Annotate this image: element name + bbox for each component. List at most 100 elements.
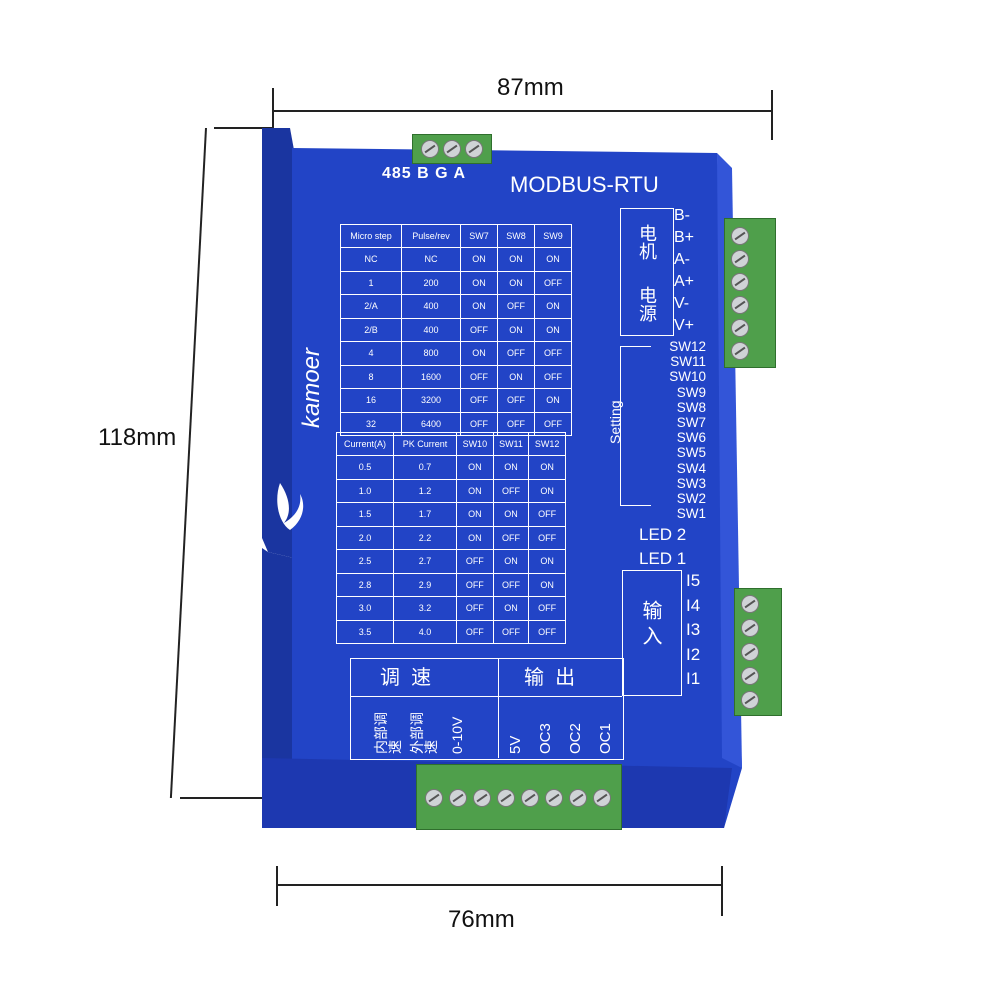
table-cell: 1.5 [336,502,394,527]
motor-pin: B+ [674,229,695,246]
table-cell: 2.0 [336,525,394,550]
switch-label: SW1 [676,506,706,522]
motor-pin: B- [674,207,690,224]
current-table: Current(A) PK Current SW10 SW11 SW12 0.5… [336,432,566,644]
screw-icon [731,273,749,291]
table-cell: ON [534,317,572,342]
bottom-pin-label: 内部调速 [373,712,403,754]
screw-icon [741,643,759,661]
table-cell: ON [492,549,530,574]
screw-icon [731,296,749,314]
width-dim-line [272,110,772,112]
screw-icon [473,789,491,807]
screw-icon [731,342,749,360]
brand-logo: kamoer [298,347,325,428]
table-cell: OFF [460,411,498,436]
input-terminal[interactable] [734,588,782,716]
table-cell: 16 [340,388,402,413]
table-cell: ON [460,247,498,272]
table-cell: ON [460,294,498,319]
bottom-dim-tick-right [721,866,723,916]
table-cell: OFF [492,572,530,597]
table-cell: OFF [492,478,530,503]
table-cell: 2.5 [336,549,394,574]
switch-label: SW4 [676,460,706,476]
screw-icon [545,789,563,807]
table-cell: OFF [456,619,494,644]
table-cell: OFF [497,388,535,413]
table-cell: ON [492,596,530,621]
rs485-pin-label: 485 B G A [382,165,466,182]
screw-icon [731,250,749,268]
switch-label: SW11 [670,354,706,370]
table-cell: 400 [401,294,461,319]
input-pin-labels: I5 I4 I3 I2 I1 [686,572,700,695]
table-cell: 2.2 [393,525,457,550]
input-label: 输 入 [639,600,661,646]
rs485-terminal[interactable] [412,134,492,164]
table-cell: 1.7 [393,502,457,527]
input-pin: I4 [686,595,701,615]
table-cell: 2.8 [336,572,394,597]
screw-icon [731,227,749,245]
screw-icon [425,789,443,807]
screw-icon [741,667,759,685]
screw-icon [569,789,587,807]
table-cell: 8 [340,364,402,389]
table-cell: 2/A [340,294,402,319]
screw-icon [521,789,539,807]
switch-label: SW9 [676,384,706,400]
table-cell: ON [456,525,494,550]
table-cell: ON [460,270,498,295]
screw-icon [449,789,467,807]
microstep-table-header: Micro step Pulse/rev SW7 SW8 SW9 [340,224,572,248]
led-2-label: LED 2 [639,525,687,544]
table-cell: 0.7 [393,455,457,480]
table-cell: OFF [492,525,530,550]
table-cell: OFF [534,341,572,366]
table-header-cell: SW11 [492,432,530,456]
switch-label: SW8 [676,399,706,415]
stepper-driver: 485 B G A MODBUS-RTU kamoer Micro step P… [262,128,782,830]
motor-power-terminal[interactable] [724,218,776,368]
table-header-cell: SW7 [460,224,498,248]
table-header-cell: Current(A) [336,432,394,456]
table-header-cell: Micro step [340,224,402,248]
control-terminal[interactable] [416,764,622,830]
width-dim-tick-right [771,90,773,140]
screw-icon [741,595,759,613]
motor-pin: A+ [674,273,695,290]
table-cell: 2.9 [393,572,457,597]
input-pin: I5 [686,571,701,590]
motor-power-box [620,208,674,336]
table-cell: 0.5 [336,455,394,480]
table-header-cell: SW12 [528,432,566,456]
switch-label: SW12 [669,339,706,354]
setting-bracket [620,346,651,506]
screw-icon [497,789,515,807]
table-cell: OFF [456,596,494,621]
motor-pin: A- [674,251,690,268]
table-cell: ON [492,502,530,527]
height-dim-tick-bottom [180,797,265,799]
table-header-cell: SW8 [497,224,535,248]
screw-icon [421,140,439,158]
motor-pin-labels: B- B+ A- A+ V- V+ [674,208,694,340]
bottom-pin-label: OC2 [567,723,584,754]
bottom-dim-tick-left [276,866,278,906]
input-pin: I3 [686,620,701,639]
table-cell: 3.5 [336,619,394,644]
switch-label: SW6 [676,430,706,446]
bottom-pin-label: OC1 [597,723,614,754]
